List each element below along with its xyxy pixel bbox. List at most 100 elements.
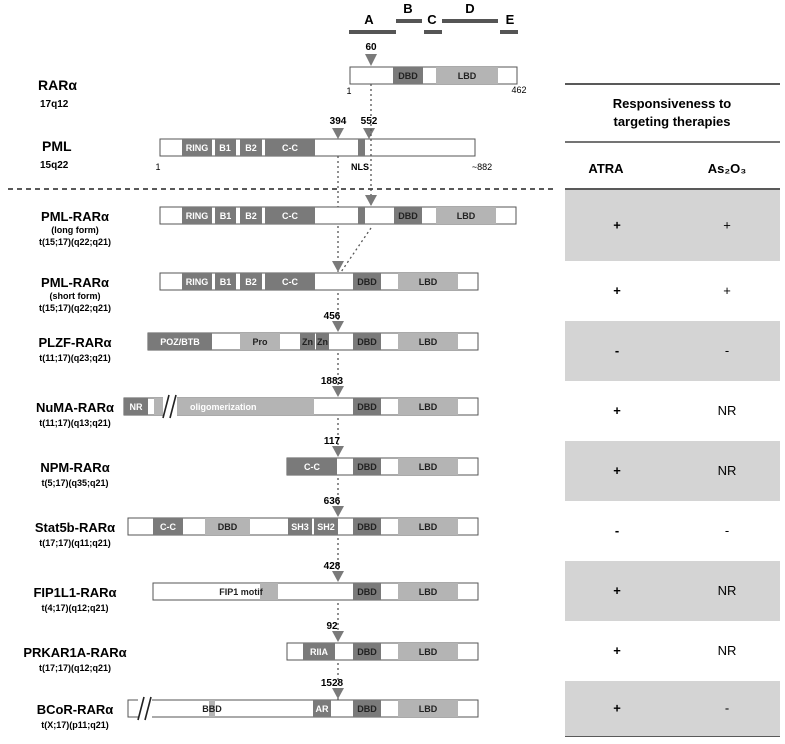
partner-domain-label: Zn: [302, 337, 313, 347]
table-row-shade: [565, 190, 780, 261]
domain-region-bars: A B C D E: [349, 1, 518, 34]
partner-domain: [260, 583, 278, 600]
region-bar-e: [500, 30, 518, 34]
partner-domain: [148, 333, 212, 350]
atra-response: +: [613, 463, 621, 478]
partner-domain: [215, 273, 236, 290]
fusion-translocation: t(5;17)(q35;q21): [41, 478, 108, 488]
atra-response: +: [613, 583, 621, 598]
atra-response: -: [615, 343, 619, 358]
region-bar-a: [349, 30, 396, 34]
partner-domain: [303, 643, 335, 660]
fusion-name: Stat5b-RARα: [35, 520, 115, 535]
partner-domain-label: B1: [220, 211, 232, 221]
breakpoint-arrow: [332, 631, 344, 642]
breakpoint-arrow: [332, 386, 344, 397]
atra-response: +: [613, 218, 621, 233]
rara-protein: RARα 17q12 60 DBD LBD 1 462: [38, 42, 527, 110]
rara-end: 462: [511, 85, 526, 95]
as2o3-response: -: [725, 523, 729, 538]
rara-dbd-block: [353, 458, 381, 475]
partner-domain: [215, 207, 236, 224]
break-slash: [162, 394, 170, 419]
pml-cc: [265, 139, 315, 156]
partner-domain-label: RING: [186, 277, 209, 287]
fusion-name: BCoR-RARα: [37, 702, 114, 717]
fusion-subtitle: (short form): [50, 291, 101, 301]
breakpoint-arrow: [332, 261, 344, 272]
partner-domain: [265, 207, 315, 224]
partner-domain-label: FIP1 motif: [219, 587, 264, 597]
rara-dbd-label: DBD: [357, 462, 377, 472]
pml-breakpoint-long: 552: [361, 116, 378, 127]
breakpoint-guides: [337, 84, 372, 716]
partner-domain-label: Zn: [317, 337, 328, 347]
rara-dbd-block: [353, 333, 381, 350]
as2o3-response: +: [723, 218, 731, 233]
pml-start: 1: [155, 162, 160, 172]
pml-protein: PML 15q22 394 552 RING B1 B2 C-C NLS 1 ~…: [40, 116, 492, 172]
fusion-breakpoint: 636: [324, 496, 341, 507]
pml-b1-label: B1: [219, 143, 231, 153]
fusion-name: PML-RARα: [41, 275, 109, 290]
rara-dbd-block: [353, 398, 381, 415]
partner-domain-label: NR: [130, 402, 143, 412]
region-label-a: A: [364, 12, 374, 27]
as2o3-response: NR: [718, 643, 737, 658]
partner-domain: [240, 273, 262, 290]
partner-domain-label: B1: [220, 277, 232, 287]
partner-domain-label: BBD: [202, 704, 222, 714]
partner-domain-label: Pro: [252, 337, 268, 347]
fusion-row-2: ++PML-RARα(short form)t(15;17)(q22;q21)R…: [39, 261, 731, 313]
as2o3-response: +: [723, 283, 731, 298]
as2o3-response: NR: [718, 583, 737, 598]
as2o3-response: -: [725, 343, 729, 358]
rara-lbd-block: [398, 643, 458, 660]
region-bar-b: [396, 19, 422, 23]
fusion-bar: [152, 582, 479, 601]
region-bar-c: [424, 30, 442, 34]
table-row-shade: [565, 561, 780, 621]
partner-domain: [265, 273, 315, 290]
pml-b2: [240, 139, 262, 156]
atra-response: -: [615, 523, 619, 538]
fusion-name: PML-RARα: [41, 209, 109, 224]
pml-nls-label: NLS: [351, 162, 369, 172]
pml-b1: [215, 139, 236, 156]
partner-domain: [313, 700, 331, 717]
partner-domain-label: RING: [186, 211, 209, 221]
region-label-e: E: [506, 12, 515, 27]
partner-domain: [209, 700, 215, 717]
atra-response: +: [613, 701, 621, 716]
rara-dbd-block: [353, 518, 381, 535]
fusion-translocation: t(17;17)(q11;q21): [39, 538, 111, 548]
nls-block: [358, 207, 365, 224]
rara-lbd-block: [436, 207, 496, 224]
region-label-c: C: [427, 12, 437, 27]
rara-breakpoint-arrow: [365, 54, 377, 66]
rara-name: RARα: [38, 77, 77, 93]
rara-dbd-label: DBD: [357, 704, 377, 714]
rara-lbd-label: LBD: [457, 211, 476, 221]
partner-domain-label: AR: [316, 704, 329, 714]
fusion-breakpoint: 117: [324, 436, 341, 447]
partner-domain: [300, 333, 315, 350]
rara-dbd-label: DBD: [357, 402, 377, 412]
rara-lbd-label: LBD: [419, 587, 438, 597]
partner-domain-label: C-C: [282, 211, 298, 221]
rara-lbd-block: [398, 273, 458, 290]
pml-breakpoint-short: 394: [330, 116, 347, 127]
fusion-translocation: t(X;17)(p11;q21): [41, 720, 109, 730]
rara-dbd-label: DBD: [398, 211, 418, 221]
rara-lbd-label: LBD: [419, 277, 438, 287]
pml-b2-label: B2: [245, 143, 257, 153]
partner-domain: [287, 458, 337, 475]
rara-dbd-block: [394, 207, 422, 224]
fusion-translocation: t(17;17)(q12;q21): [39, 663, 111, 673]
region-bar-d: [442, 19, 498, 23]
breakpoint-arrow: [332, 446, 344, 457]
